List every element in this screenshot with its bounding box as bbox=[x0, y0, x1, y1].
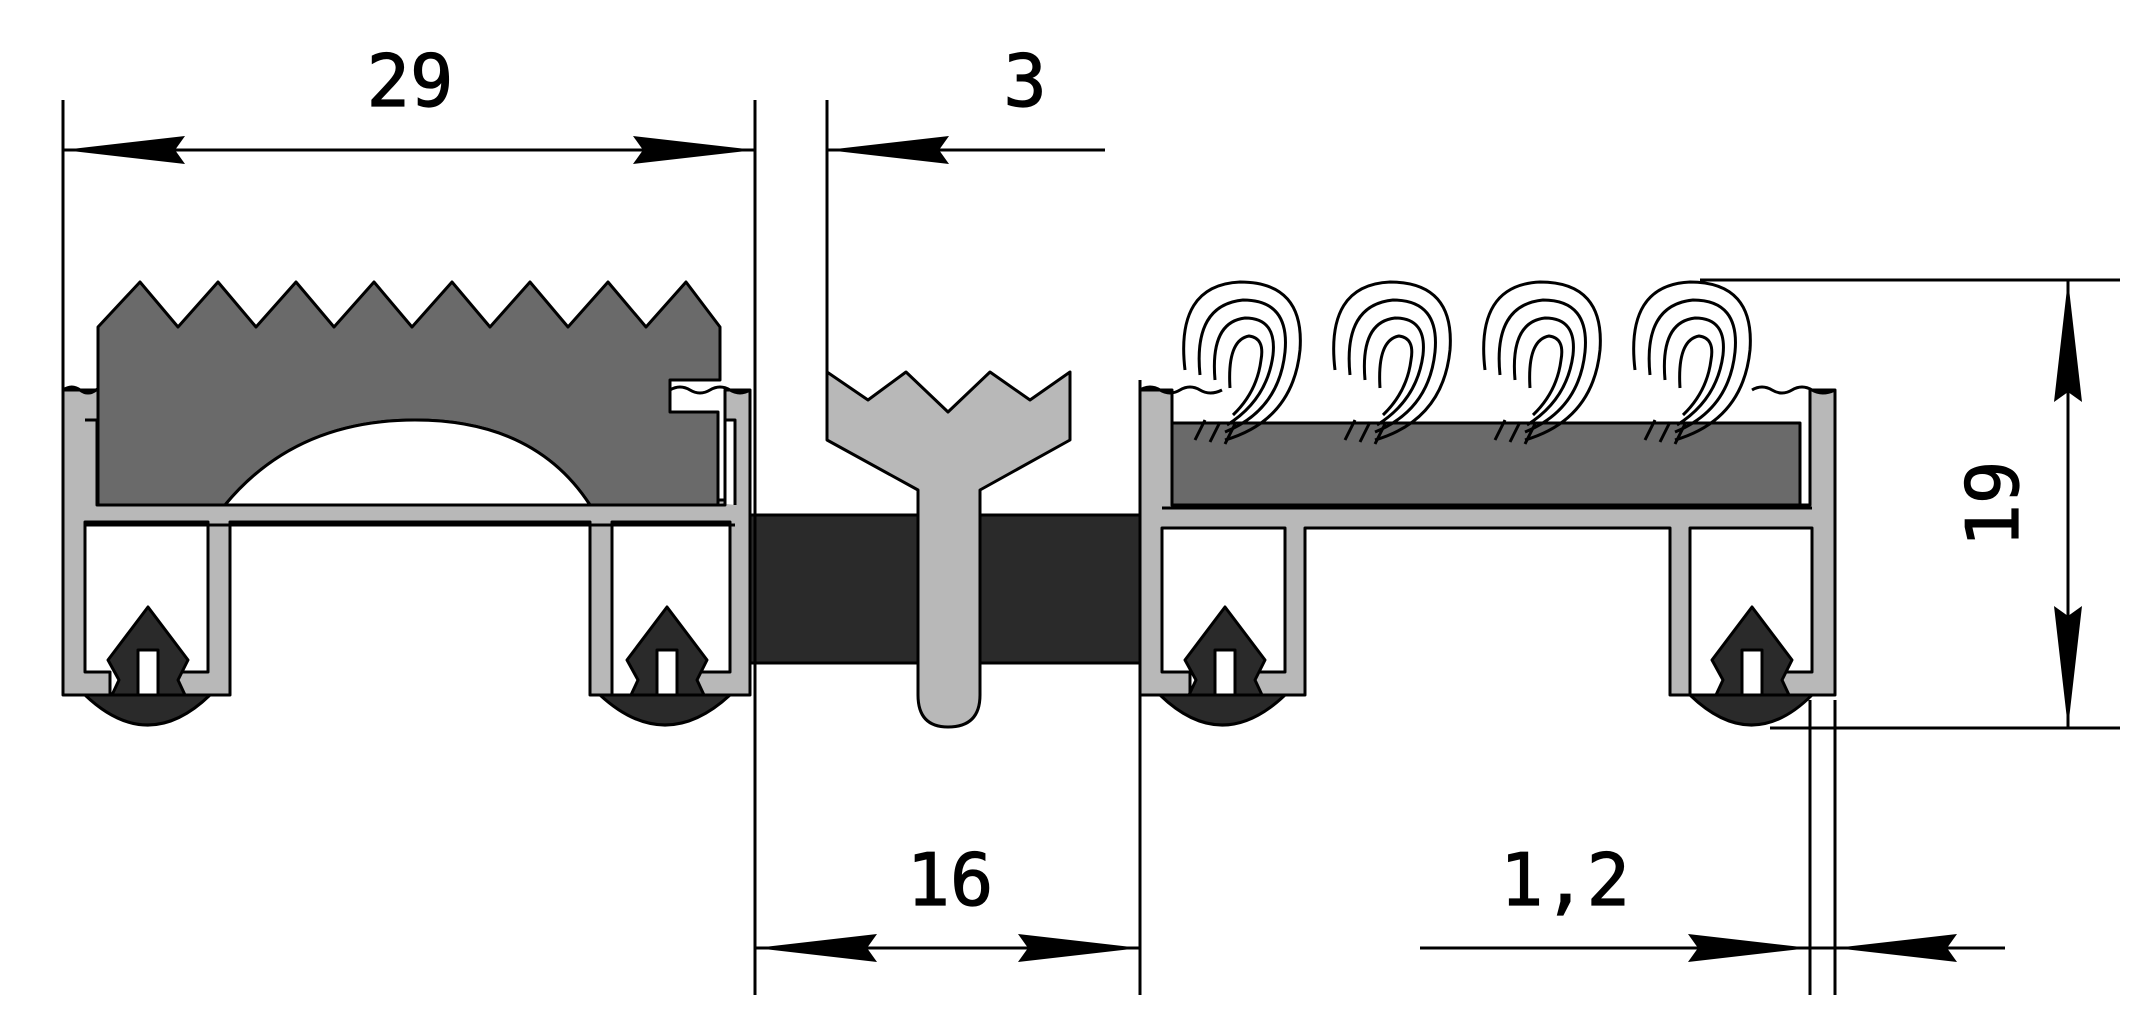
dim-3-label: 3 bbox=[1003, 39, 1046, 123]
dim-29-arrow-right bbox=[633, 136, 755, 164]
left-foot-2 bbox=[598, 693, 732, 727]
left-aluminium-profile bbox=[61, 388, 752, 697]
dimension-lines: 29 3 16 1,2 19 bbox=[61, 38, 2120, 995]
dim-16-arrow-left bbox=[755, 934, 877, 962]
brush-tuft-2 bbox=[1332, 280, 1452, 445]
brush-tuft-4 bbox=[1632, 280, 1752, 445]
left-clip-2-slot bbox=[655, 648, 679, 697]
right-grey-base bbox=[1170, 421, 1802, 507]
dim-29-arrow-left bbox=[63, 136, 185, 164]
right-clip-2-slot bbox=[1740, 648, 1764, 697]
right-rim-serration-right bbox=[1751, 385, 1836, 395]
left-foot-1 bbox=[83, 693, 212, 727]
center-y-profile bbox=[825, 370, 1072, 729]
dim-19-arrow-bottom bbox=[2054, 606, 2082, 728]
left-arch-cutout bbox=[223, 418, 592, 507]
left-module bbox=[61, 280, 752, 727]
right-clip-1-slot bbox=[1213, 648, 1237, 697]
dim-29-label: 29 bbox=[367, 39, 454, 123]
right-foot-2 bbox=[1688, 693, 1814, 727]
center-connector bbox=[748, 370, 1142, 729]
dim-3-arrow bbox=[827, 136, 949, 164]
brush-tuft-3 bbox=[1482, 280, 1602, 445]
right-aluminium-profile bbox=[1138, 388, 1837, 697]
right-module bbox=[1138, 280, 1837, 727]
dim-19-label: 19 bbox=[1951, 461, 2035, 548]
brush-tuft-1 bbox=[1182, 280, 1302, 445]
dim-1-2-label: 1,2 bbox=[1500, 838, 1630, 922]
dim-1-2-arrow-left bbox=[1688, 934, 1810, 962]
left-rim-serration-right bbox=[669, 385, 751, 395]
dim-1-2-arrow-right bbox=[1835, 934, 1957, 962]
left-clip-1-slot bbox=[136, 648, 160, 697]
dim-16-arrow-right bbox=[1018, 934, 1140, 962]
brush-loops bbox=[1182, 280, 1752, 445]
dim-19-arrow-top bbox=[2054, 280, 2082, 402]
dim-16-label: 16 bbox=[907, 838, 994, 922]
right-foot-1 bbox=[1158, 693, 1287, 727]
right-rim-serration-left bbox=[1139, 385, 1223, 395]
